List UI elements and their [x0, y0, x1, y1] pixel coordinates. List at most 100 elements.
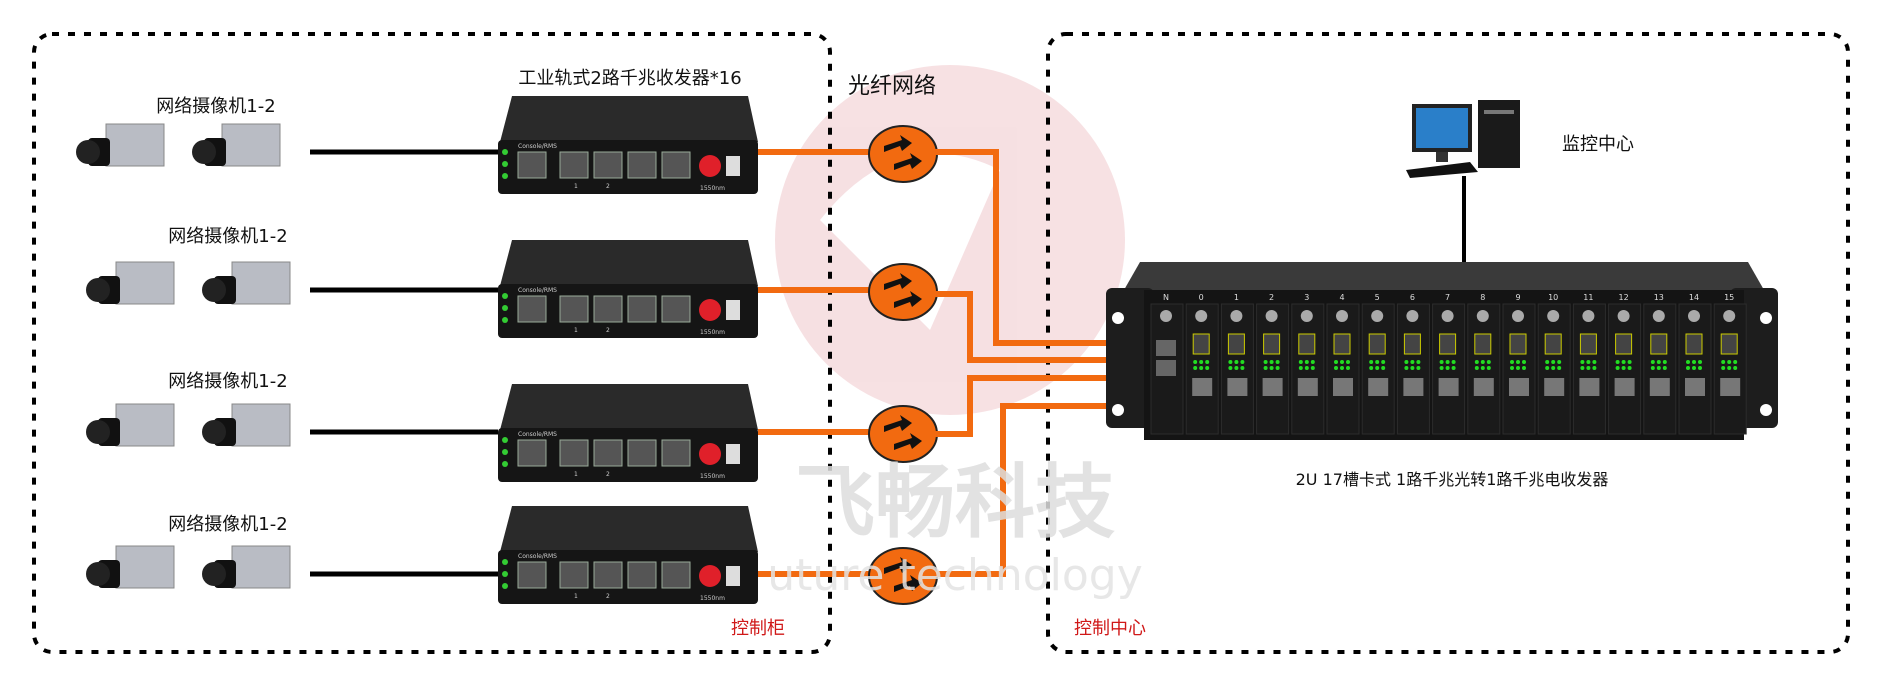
thumbscrew [1336, 310, 1348, 322]
thumbscrew [1512, 310, 1524, 322]
sfp-port [1685, 333, 1703, 355]
sfp-port [1439, 333, 1457, 355]
port-label: 2 [606, 593, 610, 600]
slot-number: 1 [1234, 293, 1239, 302]
sfp-port [1298, 333, 1316, 355]
thumbscrew [1617, 310, 1630, 322]
fiber-network-label: 光纤网络 [847, 74, 937, 99]
ip-camera-icon [202, 403, 291, 447]
monitoring-computer-icon [1406, 100, 1520, 178]
led [502, 149, 508, 155]
camera-group-label: 网络摄像机1-2 [168, 514, 288, 535]
sfp-port [1579, 333, 1597, 355]
slot-number: 6 [1410, 293, 1415, 302]
fiber-connector [699, 565, 721, 587]
sfp-port [1333, 333, 1351, 355]
rj45-port [1720, 378, 1741, 396]
thumbscrew [1160, 310, 1172, 322]
rj45-port [559, 561, 589, 589]
port-label: 1550nm [700, 595, 725, 602]
led [502, 449, 508, 455]
fiber-connector [699, 299, 721, 321]
rack-slot-card: 5 [1361, 293, 1395, 435]
slot-number: 2 [1269, 293, 1274, 302]
control-cabinet-label: 控制柜 [731, 618, 785, 639]
monitor-label: 监控中心 [1562, 134, 1634, 155]
led [502, 161, 508, 167]
rack-slot-card: 4 [1326, 293, 1360, 435]
sfp-port [1192, 333, 1210, 355]
rack-slot-card: 0 [1185, 293, 1219, 435]
rack-slot-card: 2 [1256, 293, 1290, 435]
arrow-icon [884, 557, 912, 574]
rack-slot-card: 9 [1502, 293, 1536, 435]
slot-number: 9 [1515, 293, 1520, 302]
control-center-label: 控制中心 [1074, 618, 1146, 639]
rack-slot-card: 6 [1396, 293, 1430, 435]
rj45-port [1297, 378, 1318, 396]
thumbscrew [1300, 310, 1313, 322]
slot-number: 14 [1689, 293, 1699, 302]
thumbscrew [1441, 310, 1454, 322]
rj45-port [559, 439, 589, 467]
led [502, 437, 508, 443]
led [502, 461, 508, 467]
slot-number: 0 [1199, 293, 1204, 302]
rj45-port [627, 561, 657, 589]
thumbscrew [1476, 310, 1489, 322]
rj45-port [559, 295, 589, 323]
fiber-link-icon [868, 547, 938, 605]
sfp-port [1509, 333, 1527, 355]
thumbscrew [1195, 310, 1208, 322]
led [502, 559, 508, 565]
rj45-port [517, 439, 547, 467]
port-label: Console/RMS [518, 143, 557, 150]
fiber-connector [699, 443, 721, 465]
rack-caption: 2U 17槽卡式 1路千兆光转1路千兆电收发器 [1295, 470, 1609, 489]
rj45-port [661, 439, 691, 467]
slot-number: 11 [1583, 293, 1593, 302]
camera-group-label: 网络摄像机1-2 [168, 226, 288, 247]
rack-slot-card: 15 [1713, 293, 1747, 435]
rj45-port [1227, 378, 1248, 396]
rj45-port [1156, 360, 1176, 376]
thumbscrew [1230, 310, 1243, 322]
rack-slot-card: 14 [1678, 293, 1712, 435]
slot-number: 8 [1480, 293, 1485, 302]
rj45-port [1544, 378, 1565, 396]
slot-number: 5 [1375, 293, 1380, 302]
rj45-port [1368, 378, 1389, 396]
transceiver-title: 工业轨式2路千兆收发器*16 [518, 68, 742, 89]
led [502, 583, 508, 589]
rj45-port [661, 561, 691, 589]
rj45-port [1262, 378, 1283, 396]
camera-group-label: 网络摄像机1-2 [168, 371, 288, 392]
port-label: 2 [606, 471, 610, 478]
ip-camera-icon [86, 261, 175, 305]
rj45-port [517, 295, 547, 323]
rj45-port [593, 439, 623, 467]
thumbscrew [1371, 310, 1384, 322]
rj45-port [1685, 378, 1705, 396]
slot-number: 13 [1654, 293, 1664, 302]
thumbscrew [1265, 310, 1278, 322]
port-label: 1 [574, 471, 578, 478]
control-cabinet-zone [32, 32, 832, 654]
thumbscrew [1547, 310, 1560, 322]
rack-slot-card: 11 [1572, 293, 1606, 435]
ip-camera-icon [86, 403, 175, 447]
watermark-cn: 飞畅科技 [795, 456, 1115, 549]
rack-slot-card: 7 [1432, 293, 1466, 435]
sfp-port [1615, 333, 1633, 355]
led [502, 305, 508, 311]
arrow-icon [894, 291, 922, 308]
sfp-port [1227, 333, 1245, 355]
arrow-icon [894, 575, 922, 592]
